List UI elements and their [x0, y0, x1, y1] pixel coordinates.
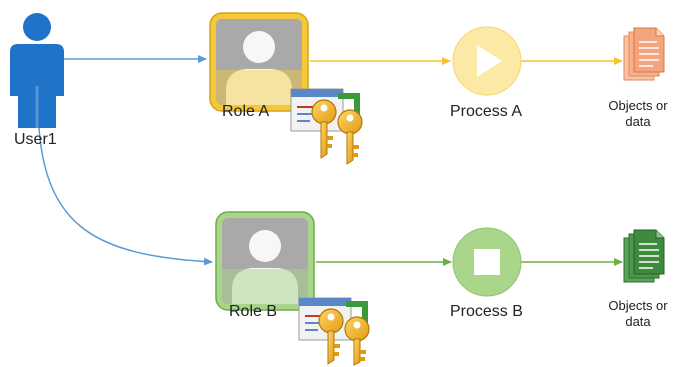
- connectors: [37, 55, 623, 266]
- connector-user-role-b: [37, 99, 213, 266]
- objects-b-label-line2: data: [625, 314, 651, 329]
- role-a-keys-certificate-icon: [290, 88, 363, 165]
- process-a-play-icon: [452, 26, 522, 96]
- role-a-label: Role A: [222, 103, 270, 120]
- user-icon: [10, 13, 64, 128]
- objects-a-label-line2: data: [625, 114, 651, 129]
- role-a-avatar-icon: [209, 12, 309, 112]
- objects-a-documents-icon: [623, 27, 665, 81]
- objects-a-label: Objects or data: [604, 98, 672, 130]
- process-b-label: Process B: [450, 303, 523, 320]
- role-b-avatar-icon: [215, 211, 315, 311]
- role-b-label: Role B: [229, 303, 278, 320]
- role-b-keys-certificate-icon: [298, 297, 370, 366]
- user-label: User1: [14, 131, 57, 148]
- objects-b-documents-icon: [623, 229, 665, 283]
- objects-b-label: Objects or data: [604, 298, 672, 330]
- objects-b-label-line1: Objects or: [608, 298, 668, 313]
- process-b-stop-icon: [452, 227, 522, 297]
- objects-a-label-line1: Objects or: [608, 98, 668, 113]
- process-a-label: Process A: [450, 103, 523, 120]
